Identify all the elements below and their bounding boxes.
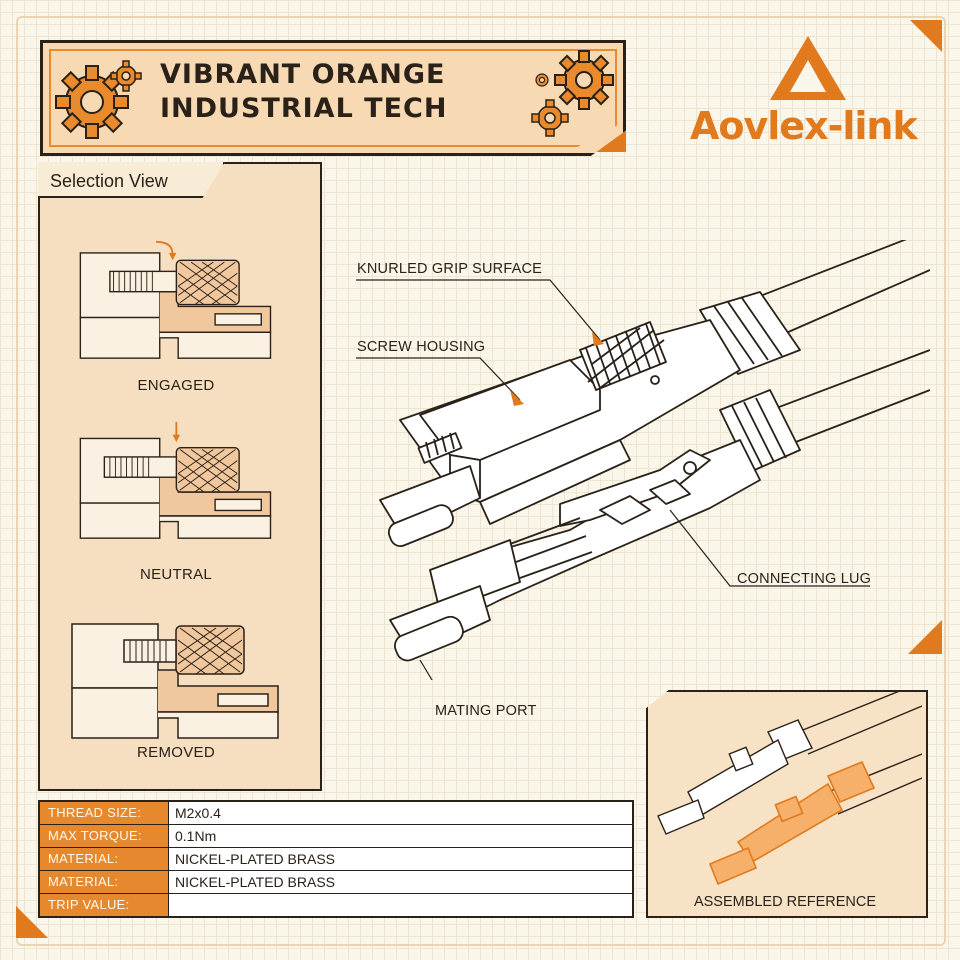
- outer-frame: [16, 16, 946, 946]
- spec-row: MAX TORQUE: 0.1Nm: [40, 825, 632, 848]
- selection-view-title: Selection View: [50, 171, 168, 191]
- spec-key: TRIP VALUE:: [40, 894, 168, 916]
- gear-icon: [55, 60, 142, 139]
- assembled-reference-drawing: [657, 692, 922, 886]
- spec-key: MATERIAL:: [40, 848, 168, 870]
- spec-table: THREAD SIZE: M2x0.4 MAX TORQUE: 0.1Nm MA…: [38, 800, 634, 918]
- spec-value: M2x0.4: [168, 802, 632, 824]
- spec-row: THREAD SIZE: M2x0.4: [40, 802, 632, 825]
- spec-key: MAX TORQUE:: [40, 825, 168, 847]
- callout-screw-housing: SCREW HOUSING: [357, 339, 486, 355]
- callout-connecting-lug: CONNECTING LUG: [737, 571, 872, 587]
- selection-view-tab[interactable]: [38, 162, 225, 198]
- spec-row: TRIP VALUE:: [40, 894, 632, 916]
- title-line-2: INDUSTRIAL TECH: [160, 93, 448, 124]
- callout-knurled-grip: KNURLED GRIP SURFACE: [357, 261, 543, 277]
- corner-triangle-icon: [908, 620, 942, 654]
- spec-value: NICKEL-PLATED BRASS: [168, 848, 632, 870]
- title-banner: [40, 40, 626, 156]
- view-label-neutral: NEUTRAL: [139, 566, 213, 583]
- corner-triangle-icon: [910, 20, 942, 52]
- callout-mating-port: MATING PORT: [435, 703, 537, 719]
- corner-triangle-icon: [16, 906, 48, 938]
- neutral-view-drawing[interactable]: [68, 420, 293, 540]
- spec-value: NICKEL-PLATED BRASS: [168, 871, 632, 893]
- spec-key: THREAD SIZE:: [40, 802, 168, 824]
- spec-value: 0.1Nm: [168, 825, 632, 847]
- title-line-1: VIBRANT ORANGE: [160, 59, 446, 90]
- spec-row: MATERIAL: NICKEL-PLATED BRASS: [40, 848, 632, 871]
- brand-logo: Aovlex-link: [690, 104, 918, 148]
- removed-view-drawing[interactable]: [68, 620, 293, 740]
- page-title: VIBRANT ORANGE INDUSTRIAL TECH: [160, 58, 560, 126]
- spec-row: MATERIAL: NICKEL-PLATED BRASS: [40, 871, 632, 894]
- gear-icon: [531, 50, 614, 137]
- engaged-view-drawing[interactable]: [68, 240, 293, 360]
- view-label-removed: REMOVED: [137, 744, 215, 761]
- spec-value: [168, 894, 632, 916]
- logo-triangle-icon: [770, 36, 846, 100]
- assembled-reference-label: ASSEMBLED REFERENCE: [693, 894, 877, 910]
- spec-key: MATERIAL:: [40, 871, 168, 893]
- view-label-engaged: ENGAGED: [137, 377, 215, 394]
- connector-diagram: [356, 240, 930, 680]
